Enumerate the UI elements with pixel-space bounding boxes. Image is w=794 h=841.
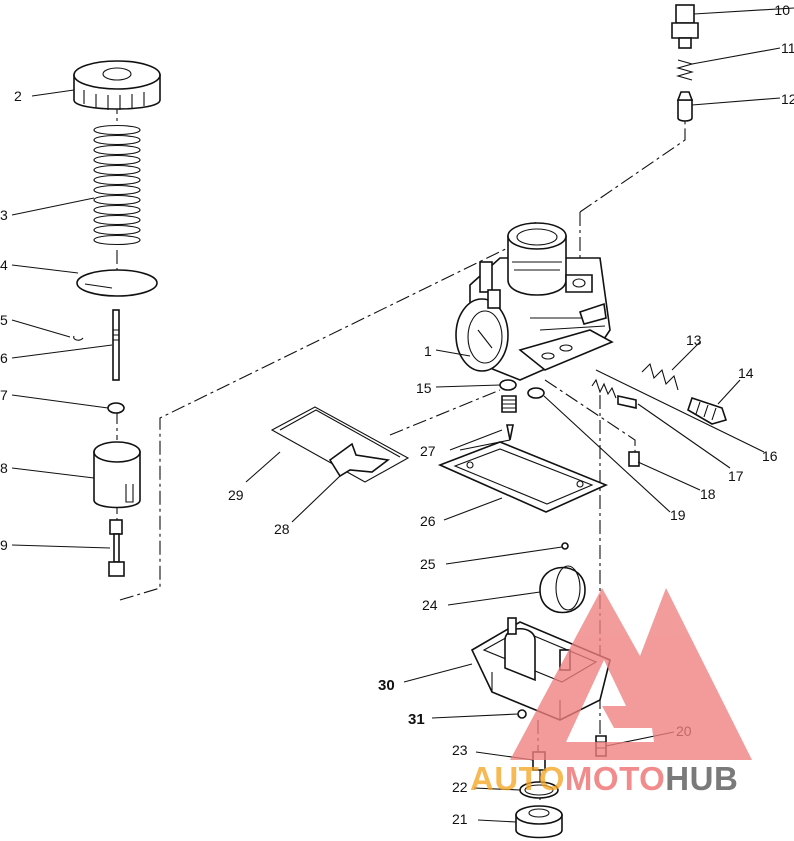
callout-5: 5: [0, 312, 8, 328]
callout-24: 24: [422, 597, 438, 613]
callout-8: 8: [0, 460, 8, 476]
part-6-needle: [112, 309, 120, 381]
watermark-hub: HUB: [665, 760, 738, 797]
part-12-needle-valve: [676, 91, 694, 122]
callout-16: 16: [762, 448, 778, 464]
callout-17: 17: [728, 468, 744, 484]
callout-7: 7: [0, 387, 8, 403]
part-10-fitting: [671, 4, 699, 49]
part-15-washer: [499, 379, 517, 391]
part-8-slide: [93, 441, 141, 509]
callout-15: 15: [416, 380, 432, 396]
watermark-moto: MOTO: [565, 760, 665, 797]
part-21-drain-plug: [515, 805, 563, 839]
callout-6: 6: [0, 350, 8, 366]
part-28-bracket: [328, 442, 390, 478]
callout-21: 21: [452, 811, 468, 827]
part-25-pin: [561, 542, 569, 550]
part-24-float: [539, 565, 586, 614]
part-19-oring: [527, 387, 545, 399]
callout-2: 2: [14, 88, 22, 104]
automotohub-watermark: AUTOMOTOHUB: [470, 588, 752, 797]
svg-text:AUTOMOTOHUB: AUTOMOTOHUB: [470, 760, 738, 797]
part-5-clip: [73, 335, 84, 341]
part-14-screw: [687, 396, 728, 425]
part-4-plate: [76, 269, 158, 297]
part-27-jet: [501, 395, 517, 441]
leader-lines: [11, 7, 794, 823]
callout-4: 4: [0, 257, 8, 273]
watermark-auto: AUTO: [470, 760, 565, 797]
callout-11: 11: [781, 40, 794, 56]
part-2-cap: [73, 60, 161, 110]
callout-23: 23: [452, 742, 468, 758]
part-18-screw: [628, 451, 640, 467]
callout-3: 3: [0, 207, 8, 223]
callout-27: 27: [420, 443, 436, 459]
part-31-screw: [517, 709, 527, 719]
watermark-triangle: [510, 588, 752, 760]
part-9-jet: [108, 519, 125, 577]
callout-26: 26: [420, 513, 436, 529]
callout-19: 19: [670, 507, 686, 523]
callout-10: 10: [774, 2, 790, 18]
part-1-carburetor-body: [455, 222, 614, 381]
part-13-spring: [641, 362, 679, 391]
part-26-gasket: [437, 441, 609, 513]
callout-30: 30: [378, 677, 395, 694]
callout-13: 13: [686, 332, 702, 348]
callout-14: 14: [738, 365, 754, 381]
callout-25: 25: [420, 556, 436, 572]
callout-31: 31: [408, 711, 425, 728]
part-3-spring: [93, 124, 141, 246]
callout-1: 1: [424, 343, 432, 359]
callout-29: 29: [228, 487, 244, 503]
callout-28: 28: [274, 521, 290, 537]
callout-22: 22: [452, 779, 468, 795]
part-7-washer: [107, 402, 125, 414]
callout-18: 18: [700, 486, 716, 502]
part-11-spring: [675, 59, 695, 81]
part-16-17-idle-screw: [591, 378, 637, 409]
callout-9: 9: [0, 537, 8, 553]
callout-12: 12: [781, 91, 794, 107]
